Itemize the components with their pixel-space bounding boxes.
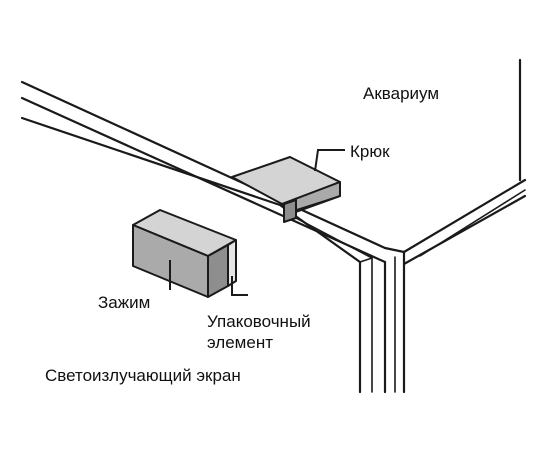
screen-thickness-top [359,257,373,263]
hook-slot-line [295,195,341,211]
clamp-element [132,209,237,298]
aquarium-frame [20,58,527,394]
aquarium-rail-right-mid [419,189,526,257]
aquarium-rail-right-outer [383,178,527,254]
packing-element-strip [227,239,237,287]
screen-top-edge [20,116,362,264]
packing-leader [231,276,248,296]
label-aquarium: Аквариум [363,84,439,103]
label-packing-element-line2: элемент [207,333,273,352]
leader-lines [169,149,345,296]
aquarium-rail-outer-top [20,80,387,250]
hook-element [231,156,341,223]
label-hook: Крюк [350,142,390,161]
hook-lip [283,199,297,223]
light-screen-panel [20,116,373,394]
label-light-screen: Светоизлучающий экран [45,366,241,385]
label-clamp: Зажим [98,293,150,312]
hook-leader [314,149,345,172]
label-packing-element-line1: Упаковочный [207,312,311,331]
